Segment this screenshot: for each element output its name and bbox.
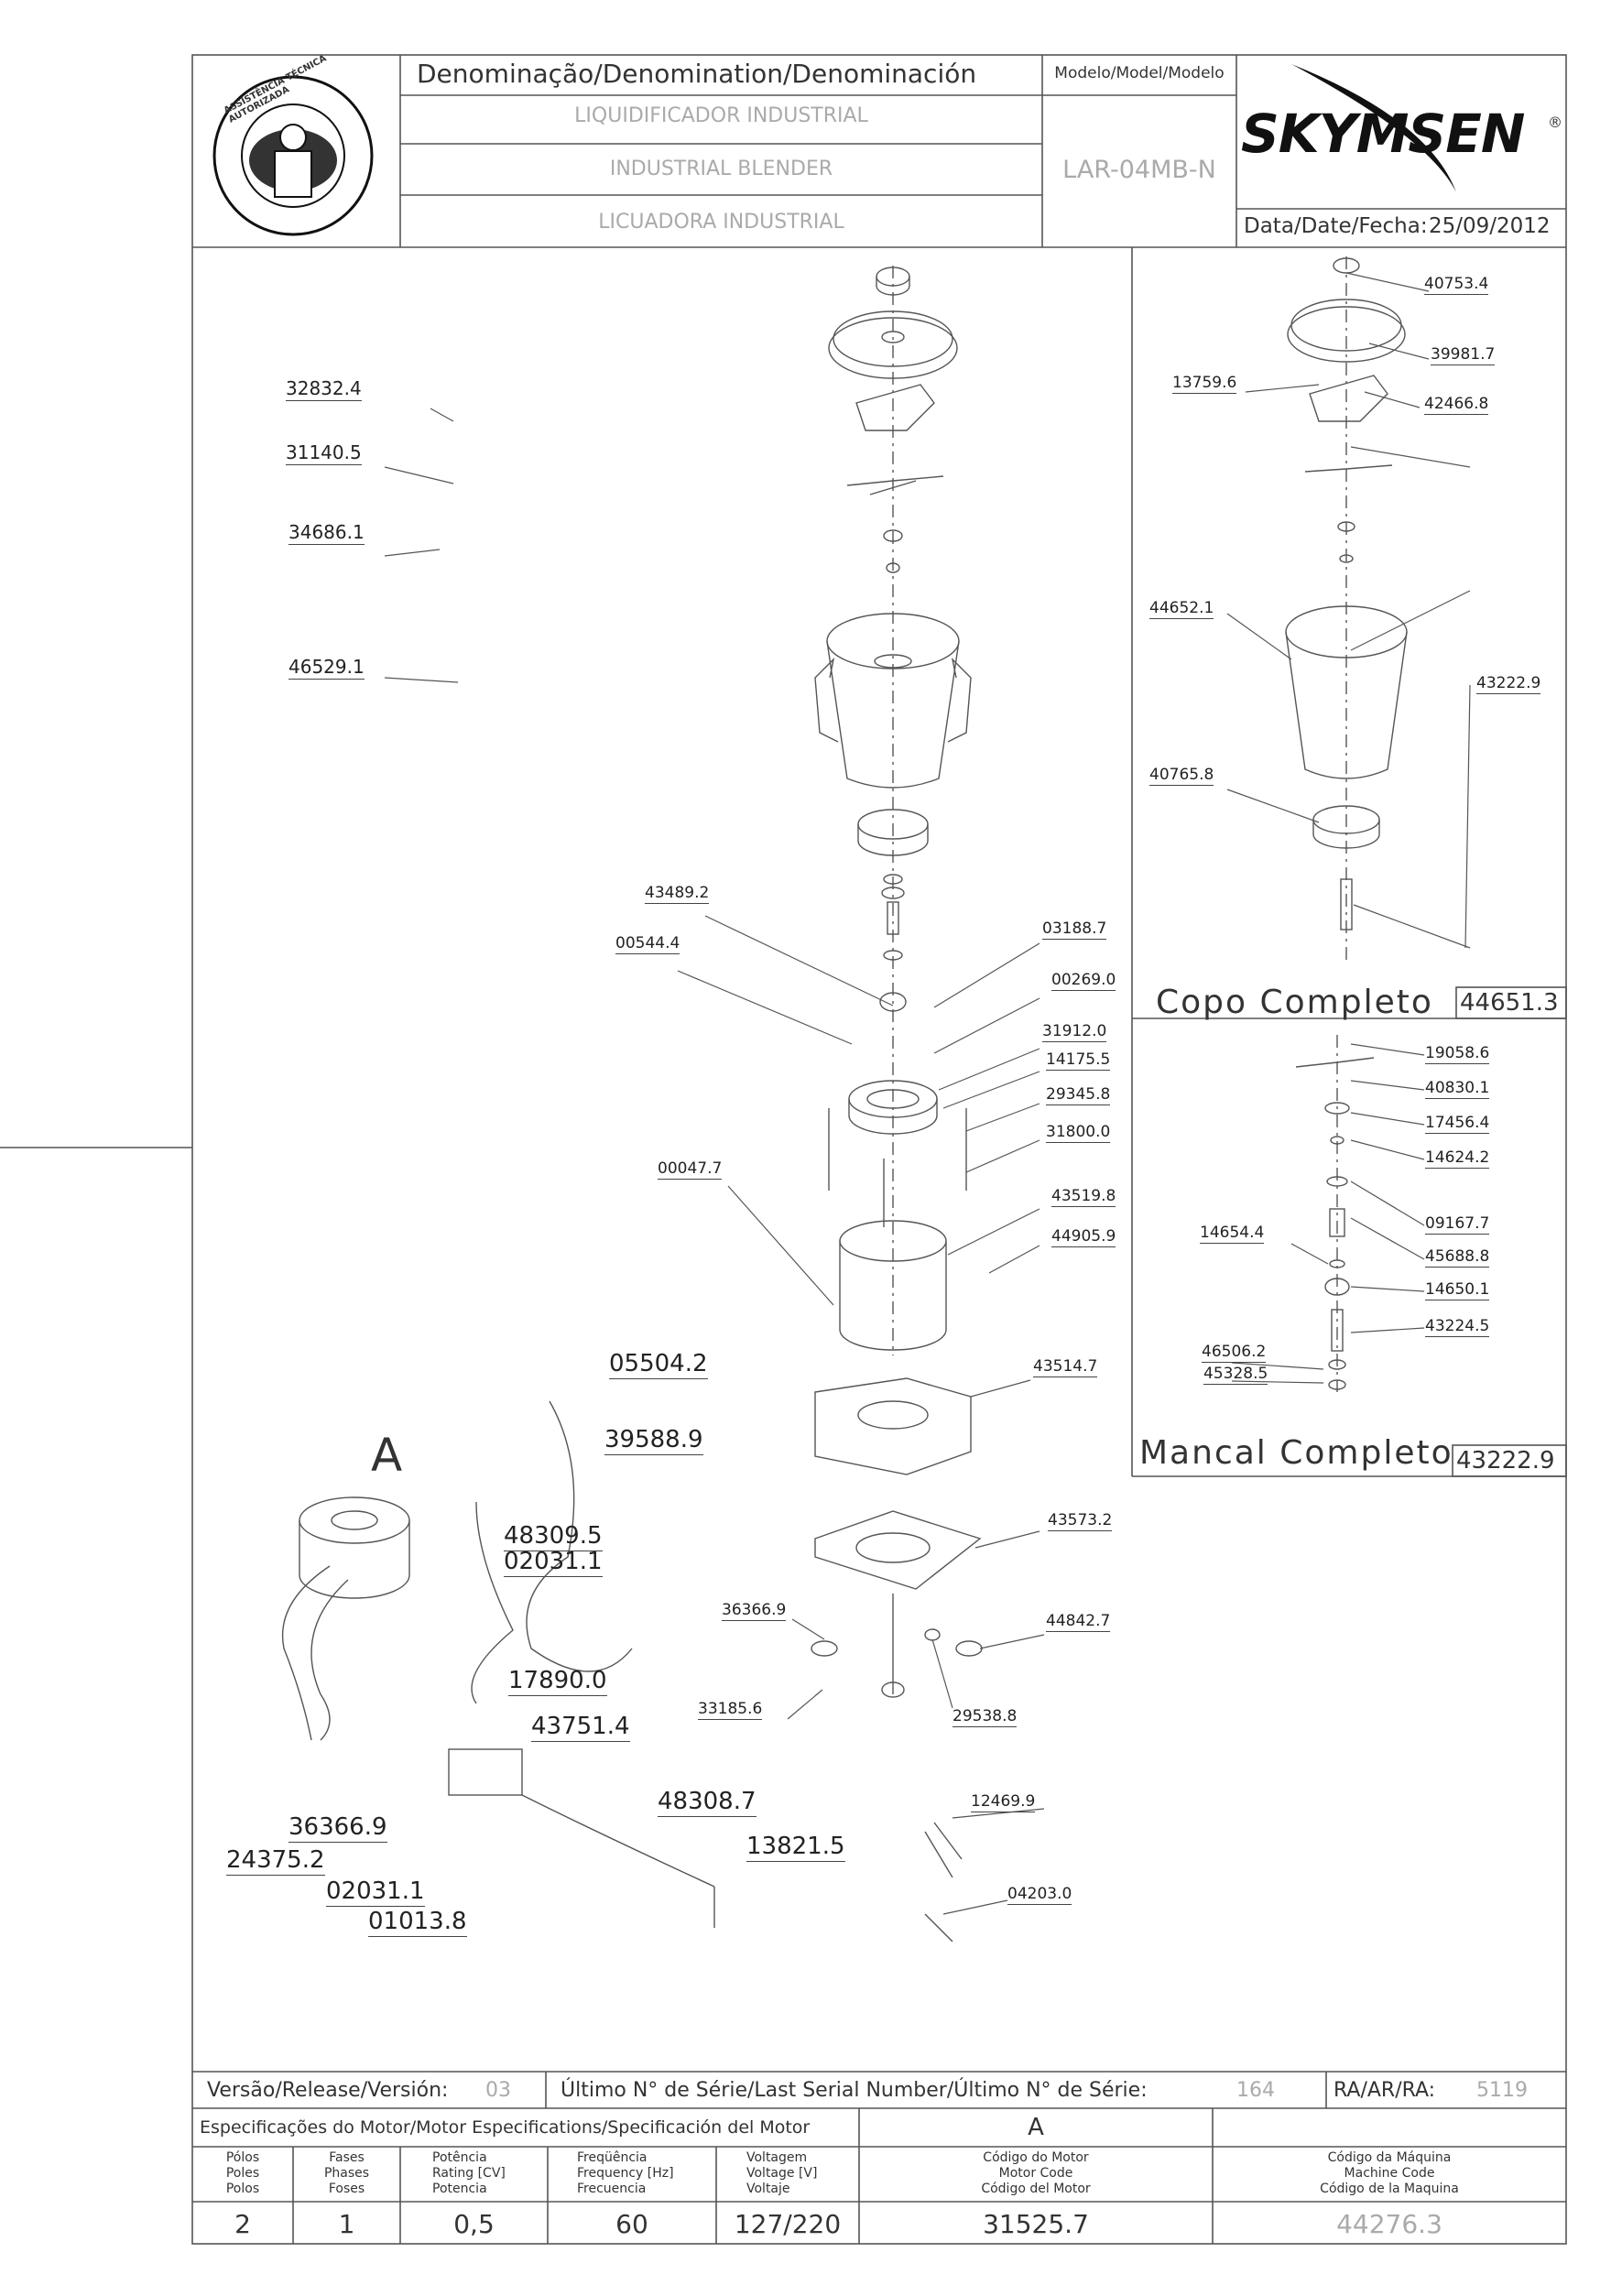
- value-voltage: 127/220: [734, 2209, 842, 2239]
- mancal-part-label: 19058.6: [1425, 1044, 1490, 1064]
- part-label: 48309.5: [504, 1522, 603, 1551]
- value-frequency: 60: [615, 2209, 648, 2239]
- motor-wiring-view: [281, 1400, 963, 1942]
- part-label: 33185.6: [698, 1700, 763, 1720]
- mancal-part-label: 43224.5: [1425, 1317, 1490, 1337]
- copo-code: 44651.3: [1460, 989, 1559, 1017]
- mancal-assembly-view: [1295, 1035, 1375, 1392]
- denomination-pt: LIQUIDIFICADOR INDUSTRIAL: [574, 104, 868, 127]
- brand-registered-mark: ®: [1548, 114, 1562, 131]
- model-value: LAR-04MB-N: [1062, 156, 1216, 184]
- part-label: 00047.7: [658, 1159, 723, 1180]
- motor-spec-label: Especificações do Motor/Motor Especifica…: [200, 2117, 811, 2138]
- part-label: 34686.1: [288, 521, 365, 545]
- part-label: 32832.4: [286, 377, 362, 401]
- mancal-title: Mancal Completo: [1139, 1434, 1453, 1472]
- copo-part-label: 43222.9: [1476, 674, 1541, 694]
- value-poles: 2: [234, 2209, 251, 2239]
- part-label: 31912.0: [1042, 1022, 1107, 1042]
- serial-label: Último N° de Série/Last Serial Number/Úl…: [561, 2079, 1148, 2102]
- part-label: 39588.9: [604, 1426, 703, 1455]
- part-label: 44842.7: [1046, 1612, 1111, 1632]
- date-value: 25/09/2012: [1429, 214, 1551, 238]
- version-value: 03: [485, 2079, 511, 2102]
- leader-lines: [384, 272, 1471, 1915]
- part-label: 31800.0: [1046, 1123, 1111, 1143]
- part-label: 43573.2: [1048, 1511, 1113, 1531]
- mancal-part-label: 17456.4: [1425, 1114, 1490, 1134]
- part-label: 24375.2: [226, 1846, 325, 1876]
- part-label: 02031.1: [326, 1877, 425, 1907]
- part-label: 43519.8: [1051, 1187, 1116, 1207]
- part-label: 14175.5: [1046, 1050, 1111, 1071]
- part-label: 46529.1: [288, 656, 365, 680]
- mancal-part-label: 14654.4: [1200, 1224, 1265, 1244]
- part-label: 00269.0: [1051, 971, 1116, 991]
- model-label: Modelo/Model/Modelo: [1054, 64, 1225, 82]
- mancal-code: 43222.9: [1456, 1447, 1555, 1474]
- copo-title: Copo Completo: [1156, 984, 1433, 1021]
- part-label: 48308.7: [658, 1788, 757, 1817]
- part-label: 36366.9: [288, 1813, 387, 1843]
- motor-spec-letter: A: [1028, 2114, 1044, 2141]
- mancal-part-label: 46506.2: [1202, 1343, 1267, 1363]
- denomination-es: LICUADORA INDUSTRIAL: [598, 211, 844, 234]
- motor-letter: A: [371, 1429, 403, 1482]
- date-label: Data/Date/Fecha:: [1244, 214, 1428, 238]
- part-label: 01013.8: [368, 1908, 467, 1937]
- part-label: 36366.9: [722, 1601, 787, 1621]
- copo-part-label: 40765.8: [1149, 766, 1214, 786]
- value-machine-code: 44276.3: [1336, 2209, 1442, 2239]
- copo-part-label: 39981.7: [1431, 345, 1496, 365]
- part-label: 02031.1: [504, 1548, 603, 1577]
- mancal-part-label: 14650.1: [1425, 1280, 1490, 1300]
- version-label: Versão/Release/Versión:: [207, 2079, 449, 2102]
- mancal-part-label: 09167.7: [1425, 1214, 1490, 1235]
- value-phases: 1: [338, 2209, 355, 2239]
- part-label: 03188.7: [1042, 919, 1107, 940]
- part-label: 43751.4: [531, 1713, 630, 1742]
- part-label: 31140.5: [286, 441, 362, 465]
- part-label: 12469.9: [971, 1792, 1036, 1812]
- part-label: 05504.2: [609, 1350, 708, 1379]
- brand-logo: SKYMSEN: [1241, 103, 1525, 165]
- copo-part-label: 42466.8: [1424, 395, 1489, 415]
- mancal-part-label: 14624.2: [1425, 1148, 1490, 1169]
- copo-part-label: 13759.6: [1172, 374, 1237, 394]
- part-label: 04203.0: [1007, 1885, 1072, 1905]
- value-rating: 0,5: [453, 2209, 495, 2239]
- part-label: 44905.9: [1051, 1227, 1116, 1247]
- copo-assembly-view: [1285, 256, 1408, 962]
- mancal-part-label: 40830.1: [1425, 1079, 1490, 1099]
- blender-exploded-view: [811, 266, 983, 1698]
- copo-part-label: 44652.1: [1149, 599, 1214, 619]
- part-label: 29345.8: [1046, 1085, 1111, 1105]
- stamp-logo: [212, 75, 374, 236]
- part-label: 00544.4: [615, 934, 680, 954]
- ra-label: RA/AR/RA:: [1334, 2079, 1436, 2102]
- value-motor-code: 31525.7: [983, 2209, 1089, 2239]
- part-label: 29538.8: [953, 1707, 1018, 1727]
- denomination-en: INDUSTRIAL BLENDER: [609, 158, 833, 180]
- ra-value: 5119: [1476, 2079, 1528, 2102]
- part-label: 13821.5: [746, 1833, 845, 1862]
- denomination-label: Denominação/Denomination/Denominación: [417, 59, 977, 89]
- serial-value: 164: [1236, 2079, 1275, 2102]
- part-label: 43514.7: [1033, 1357, 1098, 1377]
- mancal-part-label: 45688.8: [1425, 1247, 1490, 1268]
- mancal-part-label: 45328.5: [1203, 1365, 1268, 1385]
- copo-part-label: 40753.4: [1424, 275, 1489, 295]
- part-label: 43489.2: [645, 884, 710, 904]
- part-label: 17890.0: [508, 1667, 607, 1696]
